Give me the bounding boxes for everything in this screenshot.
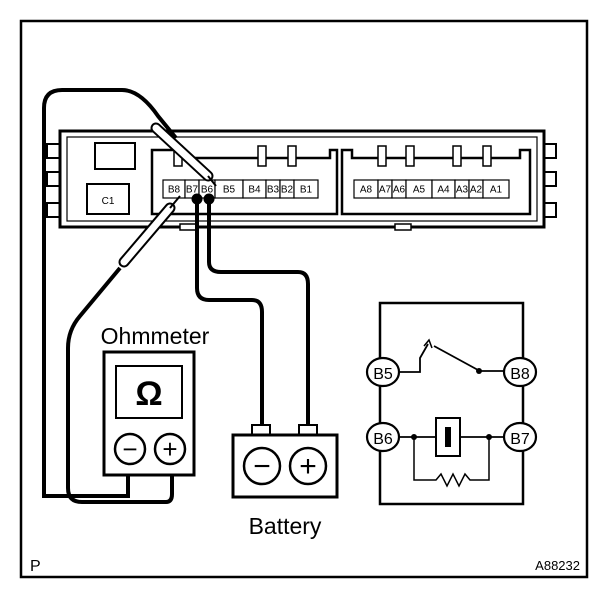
probe-wire-short (66, 266, 174, 504)
pin-label-a7: A7 (379, 185, 392, 196)
terminal-b8 (502, 356, 538, 388)
pin-label-b3: B3 (267, 185, 280, 196)
pin-label-a8: A8 (360, 185, 373, 196)
pin-label-a2: A2 (470, 185, 483, 196)
pin-label-a4: A4 (437, 185, 450, 196)
pin-label-a5: A5 (413, 185, 426, 196)
resistor (413, 437, 490, 488)
pin-label-b7: B7 (186, 185, 199, 196)
ohmmeter-display (115, 365, 183, 419)
switch-contact (433, 345, 479, 371)
relay-schematic: B5 B8 B6 B7 (365, 301, 538, 506)
ohmmeter-plus-terminal (153, 432, 187, 466)
ohmmeter: Ω − + Ohmmeter (101, 323, 210, 477)
pin-label-b4: B4 (248, 185, 261, 196)
pin-label-a3: A3 (456, 185, 469, 196)
ohm-symbol: Ω (135, 375, 162, 413)
pin-label-a1: A1 (490, 185, 503, 196)
terminal-b5-label: B5 (373, 366, 393, 383)
figure-code: A88232 (535, 558, 580, 573)
schematic-box (378, 301, 525, 506)
corner-mark: P (30, 558, 41, 575)
pin-label-a6: A6 (393, 185, 406, 196)
pin-cell-b1 (293, 179, 319, 199)
ohmmeter-minus-terminal (113, 432, 147, 466)
terminal-b8-label: B8 (510, 366, 530, 383)
c1-cavity (86, 183, 130, 215)
battery-plus-terminal (288, 446, 328, 486)
battery-label: Battery (249, 513, 322, 539)
ohmmeter-label: Ohmmeter (101, 323, 210, 349)
terminal-b7 (502, 421, 538, 453)
pin-label-b5: B5 (223, 185, 236, 196)
pin-cell-a1 (482, 179, 510, 199)
battery: − + Battery (231, 424, 339, 539)
ohmmeter-minus-sign: − (122, 434, 137, 464)
battery-lead-positive (207, 200, 310, 430)
pin-label-b2: B2 (281, 185, 294, 196)
terminal-b5 (365, 356, 401, 388)
battery-minus-sign: − (253, 450, 271, 483)
c1-label: C1 (102, 196, 115, 207)
terminal-b6-label: B6 (373, 431, 393, 448)
ohmmeter-plus-sign: + (162, 434, 177, 464)
pin-label-b6: B6 (201, 185, 214, 196)
battery-lead-negative (195, 200, 264, 430)
pin-label-b1: B1 (300, 185, 313, 196)
terminal-b6 (365, 421, 401, 453)
lead-clip-b5 (203, 193, 215, 205)
battery-minus-terminal (242, 446, 282, 486)
probe-upper (150, 122, 217, 187)
lead-clip-b6 (191, 193, 203, 205)
probe-lower (118, 195, 181, 268)
pin-label-b8: B8 (168, 185, 181, 196)
probe-wire-long (42, 88, 178, 498)
battery-plus-sign: + (299, 450, 317, 483)
terminal-b7-label: B7 (510, 431, 530, 448)
figure-border (19, 19, 589, 579)
